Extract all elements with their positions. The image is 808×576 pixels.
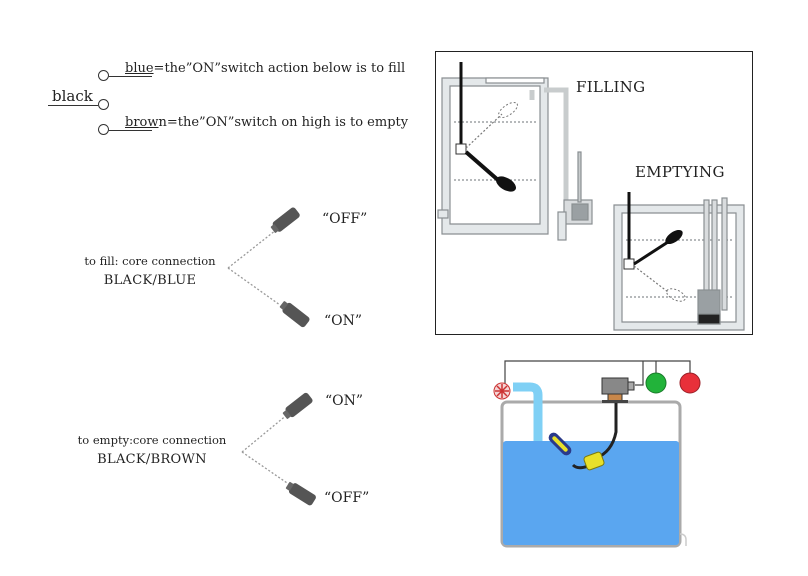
filling-tank	[437, 77, 593, 241]
red-lamp-icon	[679, 372, 701, 394]
diagram-shape	[282, 410, 291, 419]
brown-contact-line	[109, 130, 152, 132]
drain-icon	[679, 533, 687, 546]
diagram-shape	[285, 481, 294, 491]
diagram-shape	[485, 77, 545, 84]
fill-cable-lower	[227, 267, 281, 306]
diagram-shape	[583, 451, 605, 471]
diagram-shape	[666, 288, 686, 302]
diagram-shape	[571, 203, 589, 221]
inlet-pipe	[513, 382, 543, 441]
diagram-shape	[241, 413, 289, 453]
diagram-shape	[449, 85, 541, 225]
diagram-shape	[627, 381, 635, 391]
empty-lower-state-label: “OFF”	[324, 490, 370, 506]
diagram-shape	[455, 143, 467, 155]
fill-core-line2: BLACK/BLUE	[103, 273, 197, 288]
brown-description: =the”ON”switch on high is to empty	[166, 115, 409, 130]
brown-terminal-icon	[98, 124, 109, 135]
blue-contact-line	[109, 76, 152, 78]
float-switch-on-icon	[282, 392, 313, 419]
diagram-shape	[465, 113, 503, 149]
empty-core-line1: to empty:core connection	[77, 433, 227, 447]
diagram-shape	[464, 150, 500, 182]
blue-description: =the”ON”switch action below is to fill	[153, 61, 406, 76]
emptying-tank	[613, 197, 745, 331]
filling-tank-drawing	[437, 62, 745, 331]
diagram-shape	[552, 436, 568, 452]
fill-upper-state-label: “OFF”	[322, 211, 368, 227]
diagram-shape	[633, 240, 669, 266]
diagram-shape	[272, 207, 300, 232]
float-switch-off-icon	[285, 481, 316, 506]
lamp-wire	[635, 361, 644, 386]
diagram-shape	[496, 176, 516, 192]
empty-core-label: to empty:core connection BLACK/BROWN	[72, 431, 232, 469]
brown-legend-text: brown=the”ON”switch on high is to empty	[125, 115, 408, 130]
diagram-shape	[557, 211, 567, 241]
empty-core-line2: BLACK/BROWN	[97, 452, 207, 467]
diagram-shape	[288, 483, 316, 506]
diagram-shape	[498, 101, 518, 119]
control-wire	[504, 360, 691, 392]
black-wire-label: black	[52, 87, 93, 105]
blue-word: blue	[125, 61, 154, 76]
fill-core-label: to fill: core connection BLACK/BLUE	[70, 252, 230, 290]
diagram-shape	[602, 400, 628, 403]
diagram-shape	[282, 302, 310, 328]
float-switch-off-icon	[270, 207, 300, 233]
diagram-shape	[241, 451, 291, 486]
brown-word-tail: n	[158, 115, 167, 130]
diagram-shape	[633, 265, 669, 293]
filling-emptying-illustration: FILLING EMPTYING	[435, 51, 753, 335]
diagram-shape	[227, 267, 281, 306]
fill-core-line1: to fill: core connection	[84, 254, 216, 268]
water-level	[503, 441, 679, 545]
valve-icon	[493, 382, 511, 400]
diagram-shape	[279, 301, 288, 310]
black-wire-line	[48, 105, 98, 107]
diagram-shape	[665, 229, 683, 245]
diagram-shape	[285, 392, 313, 418]
float-switch-on-icon	[279, 301, 310, 328]
brown-word: brow	[125, 115, 159, 130]
diagram-shape	[697, 313, 721, 325]
empty-upper-state-label: “ON”	[325, 393, 364, 409]
float-switch-icon	[583, 451, 605, 471]
blue-legend-text: blue=the”ON”switch action below is to fi…	[125, 61, 405, 76]
switch-housing	[601, 377, 629, 395]
diagram-shape	[577, 151, 582, 203]
emptying-label: EMPTYING	[635, 163, 725, 181]
diagram-shape	[496, 385, 508, 397]
diagram-shape	[544, 87, 569, 202]
blue-terminal-icon	[98, 70, 109, 81]
diagram-shape	[437, 209, 449, 219]
diagram-shape	[270, 224, 279, 233]
green-lamp-icon	[645, 372, 667, 394]
float-weight-icon	[548, 432, 572, 456]
diagram-shape	[721, 197, 728, 311]
common-terminal-icon	[98, 99, 109, 110]
filling-label: FILLING	[576, 78, 646, 96]
fill-lower-state-label: “ON”	[324, 313, 363, 329]
